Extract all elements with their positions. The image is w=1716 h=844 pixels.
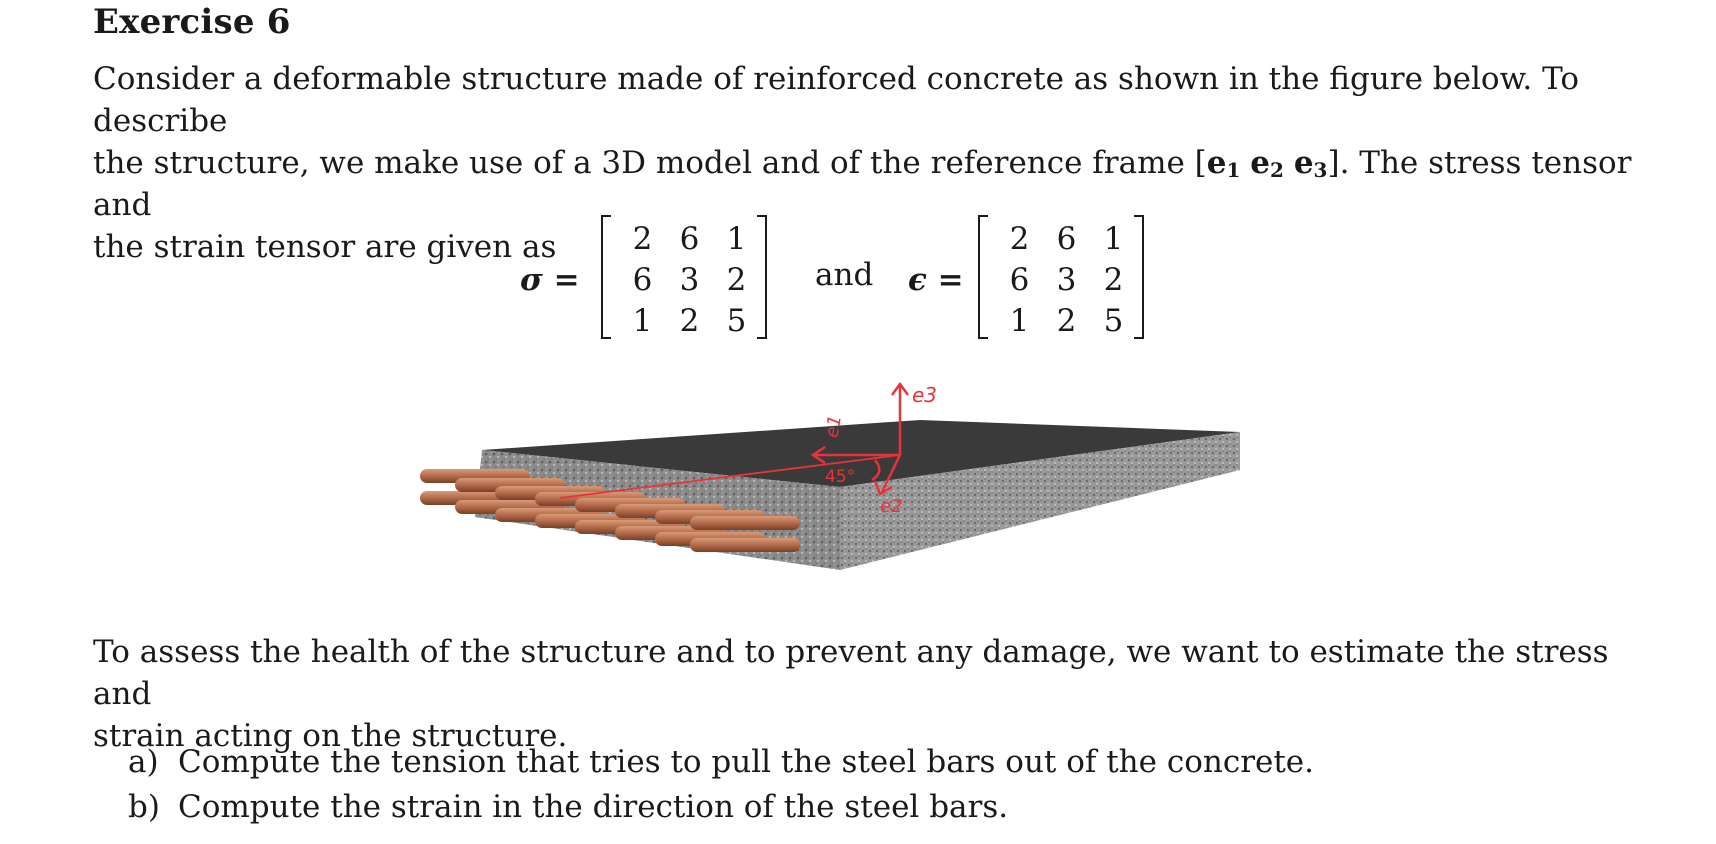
epsilon-matrix-cell: 1 xyxy=(1103,221,1124,257)
left-bracket xyxy=(978,215,988,339)
intro-line-1: Consider a deformable structure made of … xyxy=(93,61,1580,139)
assessment-line-2: strain acting on the structure. xyxy=(93,718,568,754)
assessment-paragraph: To assess the health of the structure an… xyxy=(93,631,1673,757)
sigma-matrix-cell: 2 xyxy=(679,303,700,339)
epsilon-matrix-cell: 3 xyxy=(1056,262,1077,298)
sigma-matrix-cell: 1 xyxy=(632,303,653,339)
label-e2: e2 xyxy=(880,496,903,517)
concrete-slab-figure: e3 e1 45° e2 xyxy=(420,381,1240,570)
intro-line-2-start: the structure, we make use of a 3D model… xyxy=(93,145,1207,181)
intro-paragraph: Consider a deformable structure made of … xyxy=(93,58,1673,268)
question-a: a) Compute the tension that tries to pull… xyxy=(128,744,1314,780)
sigma-matrix-cell: 1 xyxy=(726,221,747,257)
sigma-matrix-cell: 5 xyxy=(726,303,747,339)
question-b: b) Compute the strain in the direction of… xyxy=(128,789,1008,825)
and-word: and xyxy=(815,257,874,293)
basis-e1: e1 xyxy=(1206,145,1241,182)
question-b-label: b) xyxy=(128,789,160,825)
epsilon-matrix-cell: 6 xyxy=(1056,221,1077,257)
epsilon-matrix-cell: 2 xyxy=(1103,262,1124,298)
label-e1: e1 xyxy=(821,414,846,440)
right-bracket xyxy=(1134,215,1144,339)
epsilon-matrix-cell: 1 xyxy=(1009,303,1030,339)
intro-line-2-end: ]. The stress tensor and xyxy=(93,145,1632,223)
steel-bars xyxy=(420,469,800,552)
epsilon-matrix-cell: 2 xyxy=(1009,221,1030,257)
sigma-matrix-cell: 2 xyxy=(632,221,653,257)
intro-line-3: the strain tensor are given as xyxy=(93,229,557,265)
sigma-matrix-cell: 6 xyxy=(679,221,700,257)
epsilon-matrix-cell: 5 xyxy=(1103,303,1124,339)
label-e3: e3 xyxy=(912,383,937,407)
epsilon-matrix-cell: 2 xyxy=(1056,303,1077,339)
basis-e3: e3 xyxy=(1293,145,1328,182)
left-bracket xyxy=(601,215,611,339)
slab-top-surface xyxy=(482,420,1240,487)
sigma-matrix-cell: 2 xyxy=(726,262,747,298)
axes-annotation xyxy=(559,381,910,499)
question-a-label: a) xyxy=(128,744,159,780)
sigma-symbol: σ = xyxy=(520,262,580,298)
sigma-matrix-cell: 3 xyxy=(679,262,700,298)
right-bracket xyxy=(757,215,767,339)
exercise-title: Exercise 6 xyxy=(93,2,291,42)
basis-e2: e2 xyxy=(1250,145,1284,182)
slab-right-face xyxy=(840,432,1240,570)
sigma-matrix-cell: 6 xyxy=(632,262,653,298)
question-a-text: Compute the tension that tries to pull t… xyxy=(178,744,1315,780)
epsilon-symbol: ϵ = xyxy=(908,262,964,298)
intro-line-2: the structure, we make use of a 3D model… xyxy=(93,142,1673,226)
label-angle: 45° xyxy=(825,467,855,487)
question-b-text: Compute the strain in the direction of t… xyxy=(178,789,1009,825)
epsilon-matrix-cell: 6 xyxy=(1009,262,1030,298)
assessment-line-1: To assess the health of the structure an… xyxy=(93,634,1609,712)
